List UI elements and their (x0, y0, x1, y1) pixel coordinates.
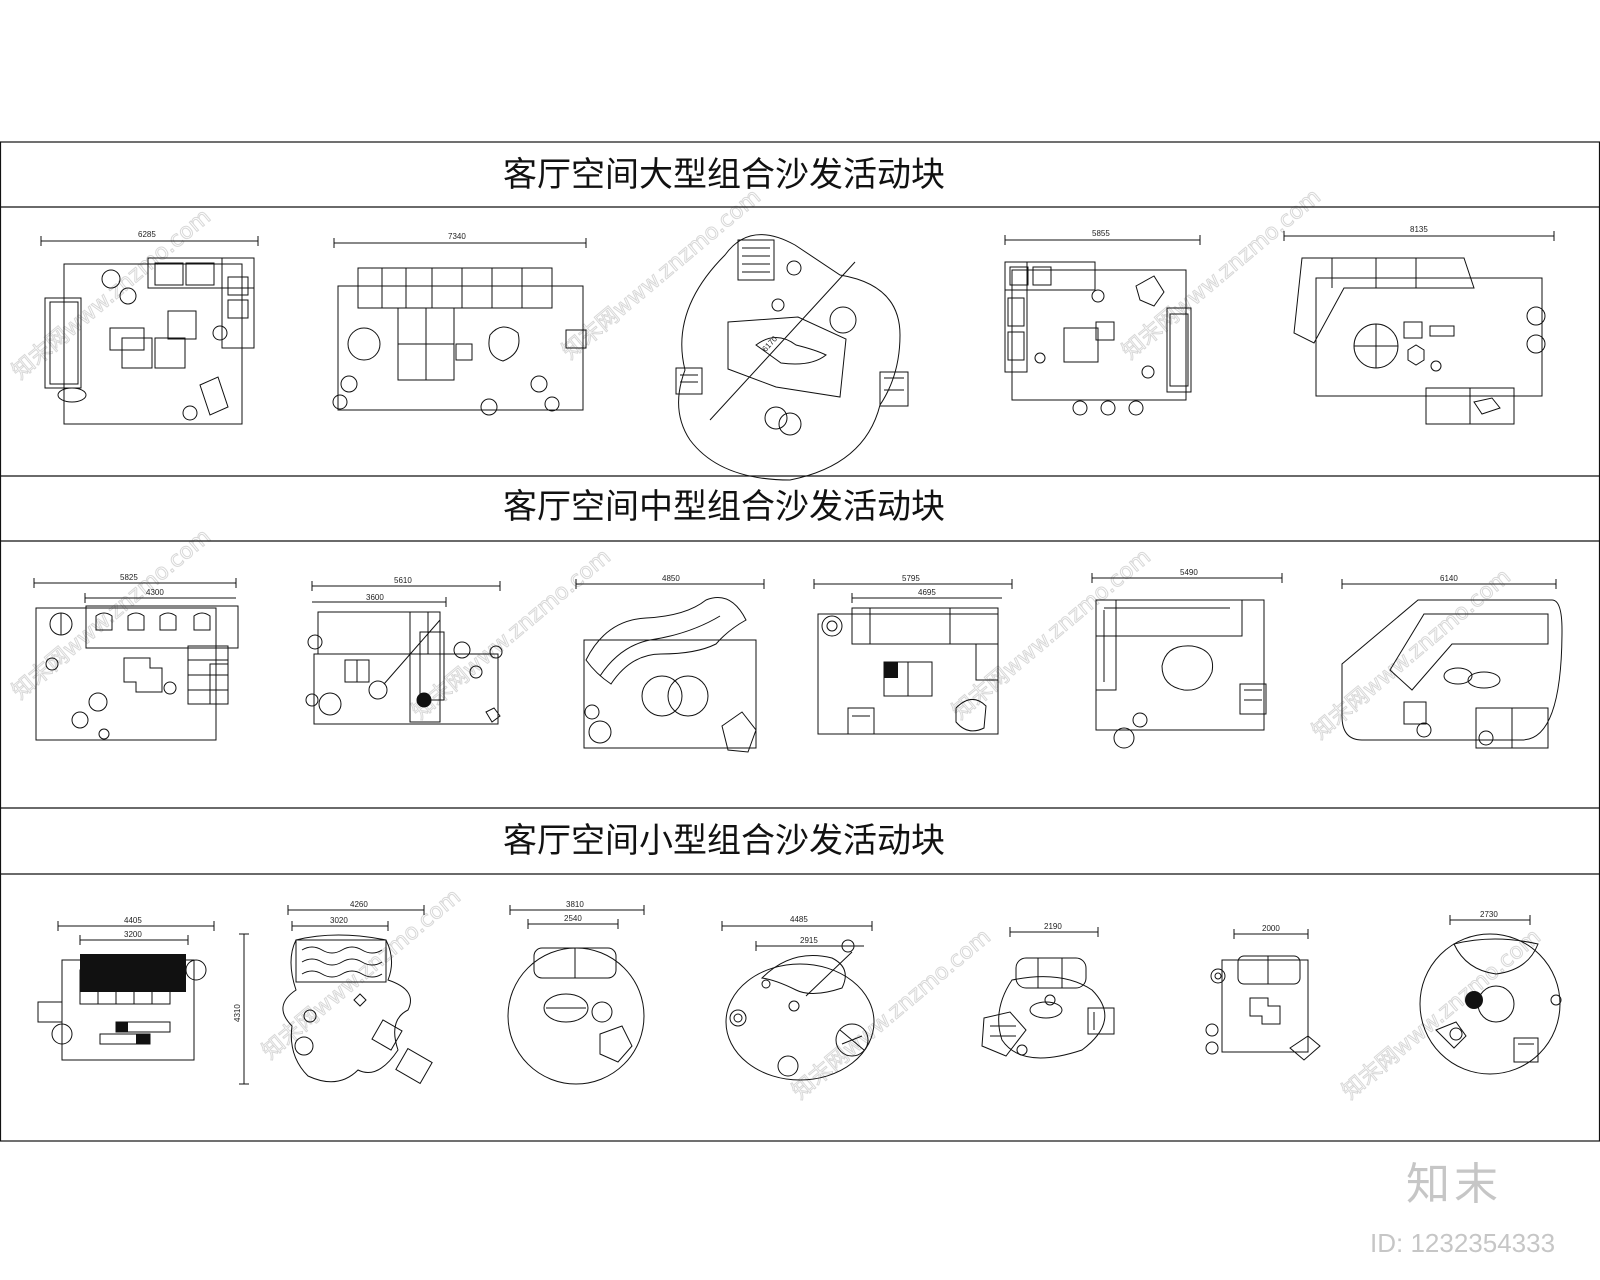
dimension-label: 6140 (1440, 574, 1458, 583)
dimension-label: 4485 (790, 915, 808, 924)
dimension-label: 5825 (120, 573, 138, 582)
dimension-label: 5610 (394, 576, 412, 585)
small-layout-7: 2730 (1419, 910, 1562, 1075)
watermark: 知末网www.znzmo.com (1308, 564, 1516, 744)
dimension-label: 2190 (1044, 922, 1062, 931)
small-layout-4: 4485 2915 (721, 915, 875, 1081)
dimension-label: 5795 (902, 574, 920, 583)
dimension-label: 8135 (1410, 225, 1428, 234)
dimension-label: 2915 (800, 936, 818, 945)
dimension-label: 4850 (662, 574, 680, 583)
brand-logo: 知末 (1406, 1159, 1502, 1210)
large-layout-5: 8135 (1283, 225, 1555, 425)
dimension-label: 3810 (566, 900, 584, 909)
dimension-label: 4310 (233, 1004, 242, 1022)
watermark: 知末网www.znzmo.com (788, 924, 996, 1104)
watermark: 知末网www.znzmo.com (258, 884, 466, 1064)
image-id-label: ID: 1232354333 (1370, 1228, 1556, 1258)
section-title-small: 客厅空间小型组合沙发活动块 (503, 821, 945, 861)
watermark: 知末网www.znzmo.com (558, 184, 766, 364)
small-layout-3: 3810 2540 (507, 900, 645, 1085)
small-layout-1: 4405 3200 (37, 916, 215, 1061)
small-layout-6: 2000 (1205, 924, 1321, 1061)
watermark: 知末网www.znzmo.com (948, 544, 1156, 724)
large-layout-3: 6170 (675, 234, 909, 481)
small-layout-2: 4260 3020 4310 (233, 900, 433, 1085)
dimension-label: 2000 (1262, 924, 1280, 933)
medium-layout-6: 6140 (1341, 574, 1563, 749)
section-title-large: 客厅空间大型组合沙发活动块 (503, 155, 945, 195)
dimension-label: 5490 (1180, 568, 1198, 577)
dimension-label: 3600 (366, 593, 384, 602)
section-title-medium: 客厅空间中型组合沙发活动块 (503, 487, 945, 527)
dimension-label: 2540 (564, 914, 582, 923)
dimension-label: 2730 (1480, 910, 1498, 919)
large-layout-4: 5855 (1004, 229, 1201, 416)
dimension-label: 4300 (146, 588, 164, 597)
watermark: 知末网www.znzmo.com (1338, 924, 1546, 1104)
large-layout-1: 6285 (40, 230, 259, 425)
large-layout-2: 7340 (332, 232, 587, 416)
watermark: 知末网www.znzmo.com (8, 524, 216, 704)
dimension-label: 6285 (138, 230, 156, 239)
dimension-label: 6170 (760, 334, 779, 354)
dimension-label: 4260 (350, 900, 368, 909)
watermark: 知末网www.znzmo.com (408, 544, 616, 724)
dimension-label: 4405 (124, 916, 142, 925)
medium-layout-2: 5610 3600 (305, 576, 503, 725)
dimension-label: 3200 (124, 930, 142, 939)
medium-layout-5: 5490 (1091, 568, 1283, 749)
dimension-label: 4695 (918, 588, 936, 597)
small-layout-5: 2190 (981, 922, 1115, 1059)
dimension-label: 3020 (330, 916, 348, 925)
medium-layout-1: 5825 4300 (33, 573, 239, 741)
medium-layout-4: 5795 4695 (813, 574, 1013, 735)
dimension-label: 7340 (448, 232, 466, 241)
watermark: 知末网www.znzmo.com (1118, 184, 1326, 364)
dimension-label: 5855 (1092, 229, 1110, 238)
medium-layout-3: 4850 (575, 574, 765, 753)
